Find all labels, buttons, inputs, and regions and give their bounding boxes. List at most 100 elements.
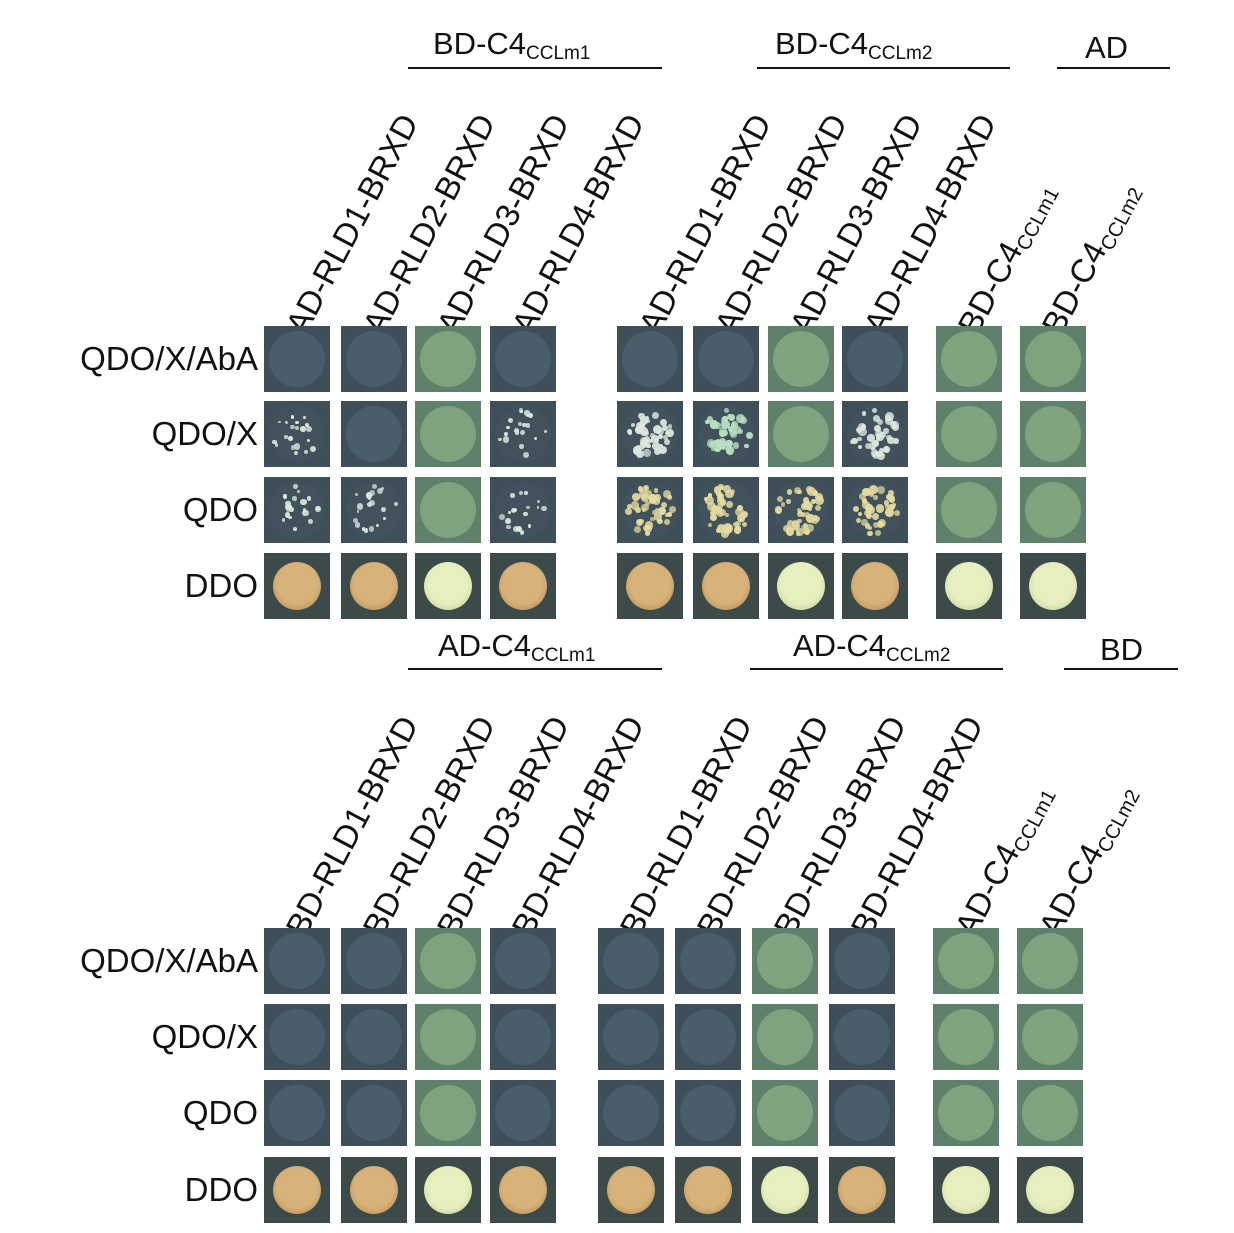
yeast-spot — [603, 1085, 659, 1141]
yeast-colony — [861, 498, 868, 504]
yeast-colony — [717, 503, 723, 509]
yeast-colony — [811, 490, 818, 497]
yeast-colony — [785, 526, 795, 536]
yeast-spot — [622, 331, 678, 387]
yeast-colony — [642, 484, 650, 492]
plate-spot-none — [490, 928, 556, 994]
plate-spot-green — [768, 326, 834, 392]
yeast-colony — [857, 511, 863, 517]
plate-spot-none — [264, 1004, 330, 1070]
group-underline — [408, 668, 662, 670]
group-underline — [1057, 67, 1170, 69]
yeast-colony — [873, 425, 881, 433]
yeast-colony — [634, 507, 642, 514]
yeast-colony — [643, 429, 650, 436]
plate-spot-green — [752, 1004, 818, 1070]
yeast-colony — [375, 523, 379, 527]
label-subscript: CCLm1 — [1012, 184, 1064, 255]
yeast-colony — [633, 446, 642, 455]
yeast-colony — [707, 522, 712, 528]
yeast-colony — [641, 503, 649, 512]
yeast-colony — [316, 506, 320, 510]
plate-spot-tan — [264, 1157, 330, 1223]
yeast-spot — [269, 1009, 325, 1065]
label-text: BD-C4 — [950, 235, 1030, 341]
yeast-colony — [640, 416, 649, 425]
yeast-colony — [361, 527, 365, 531]
plate-spot-tan — [842, 553, 908, 619]
yeast-colony — [306, 496, 311, 501]
yeast-colony — [740, 511, 748, 519]
yeast-colony — [721, 419, 731, 429]
yeast-colony — [288, 515, 292, 520]
plate-spot-tan — [264, 553, 330, 619]
yeast-colony — [657, 433, 664, 439]
yeast-colony — [721, 417, 728, 424]
yeast-spot — [424, 562, 472, 610]
yeast-colony — [802, 497, 810, 504]
yeast-colony — [303, 450, 308, 455]
yeast-colony — [658, 507, 667, 516]
yeast-colony — [503, 436, 510, 443]
yeast-colony — [745, 431, 754, 440]
yeast-colony — [522, 451, 529, 459]
yeast-spot — [1022, 1009, 1078, 1065]
yeast-colony — [717, 523, 726, 533]
yeast-colony — [645, 419, 650, 424]
plate-spot-pale — [936, 553, 1002, 619]
yeast-colony — [711, 446, 716, 451]
yeast-colony — [707, 493, 713, 499]
yeast-colony — [288, 435, 294, 441]
yeast-spot — [273, 1166, 321, 1214]
yeast-colony — [519, 443, 525, 449]
yeast-colony — [639, 437, 649, 446]
yeast-colony — [367, 497, 371, 501]
yeast-colony — [653, 493, 661, 502]
yeast-colony — [797, 518, 802, 524]
yeast-colony — [278, 420, 282, 424]
plate-spot-dense-yellow — [768, 477, 834, 543]
yeast-colony — [664, 438, 671, 445]
yeast-colony — [717, 440, 726, 449]
yeast-colony — [659, 443, 664, 449]
yeast-colony — [859, 493, 866, 501]
yeast-colony — [305, 422, 310, 428]
yeast-colony — [383, 516, 387, 520]
yeast-colony — [651, 412, 659, 419]
yeast-spot — [702, 562, 750, 610]
yeast-colony — [737, 514, 746, 523]
yeast-colony — [519, 429, 525, 436]
yeast-colony — [354, 521, 361, 528]
yeast-colony — [884, 504, 890, 509]
yeast-colony — [885, 508, 895, 518]
yeast-colony — [533, 436, 537, 440]
yeast-spot — [847, 331, 903, 387]
yeast-colony — [635, 449, 644, 458]
yeast-colony — [356, 510, 360, 513]
yeast-colony — [803, 511, 810, 519]
plate-spot-dense-yellow — [842, 477, 908, 543]
yeast-colony — [300, 498, 307, 505]
plate-spot-dense-green — [693, 401, 759, 467]
row-label: QDO/X/AbA — [80, 942, 258, 979]
yeast-colony — [805, 485, 813, 494]
yeast-colony — [851, 438, 858, 445]
yeast-spot — [603, 933, 659, 989]
yeast-colony — [302, 508, 307, 512]
yeast-colony — [293, 443, 300, 450]
plate-spot-tan — [693, 553, 759, 619]
yeast-colony — [653, 448, 662, 456]
yeast-colony — [857, 436, 862, 442]
yeast-spot — [420, 1085, 476, 1141]
yeast-colony — [306, 425, 313, 432]
yeast-colony — [650, 516, 655, 522]
yeast-colony — [892, 421, 897, 426]
yeast-spot — [495, 331, 551, 387]
yeast-colony — [731, 422, 737, 428]
yeast-colony — [705, 496, 714, 506]
yeast-colony — [711, 508, 719, 515]
yeast-spot — [773, 331, 829, 387]
yeast-colony — [725, 439, 733, 448]
yeast-spot — [495, 1009, 551, 1065]
